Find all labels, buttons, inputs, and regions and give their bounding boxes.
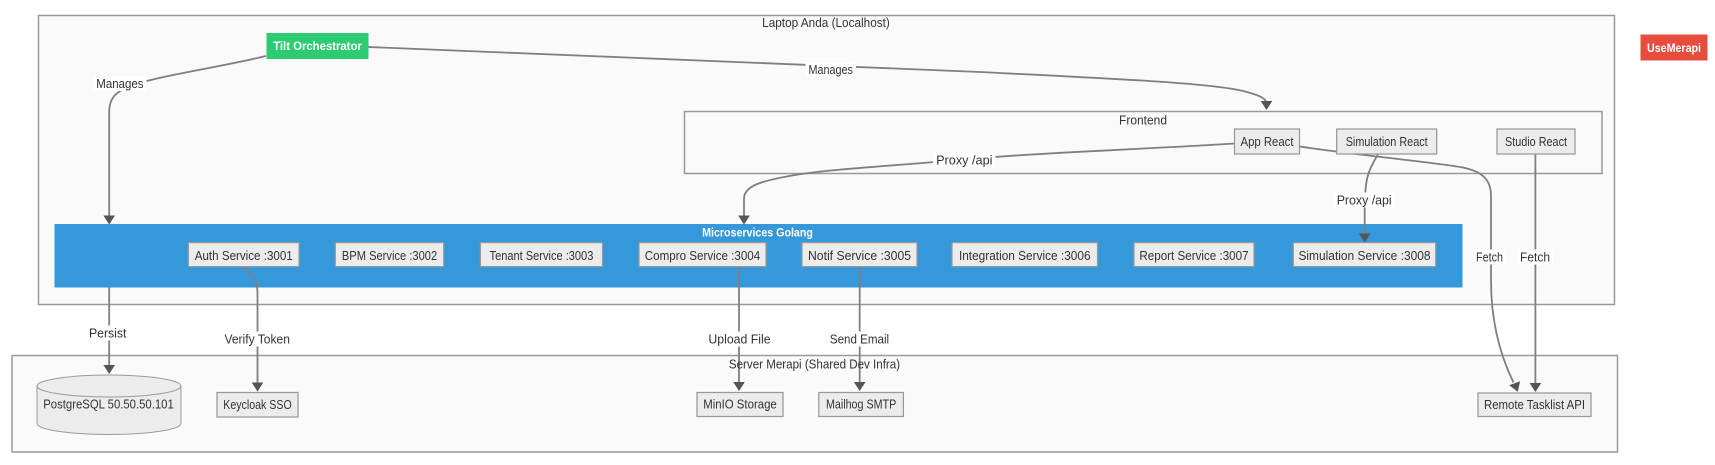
- svg-text:Manages: Manages: [96, 77, 143, 91]
- svg-text:Fetch: Fetch: [1476, 251, 1503, 265]
- svg-text:App React: App React: [1241, 135, 1294, 149]
- svg-text:BPM Service :3002: BPM Service :3002: [342, 249, 437, 263]
- svg-text:Manages: Manages: [809, 63, 853, 77]
- svg-text:Proxy /api: Proxy /api: [1337, 194, 1392, 208]
- svg-text:Studio React: Studio React: [1505, 135, 1567, 149]
- svg-text:Auth Service :3001: Auth Service :3001: [195, 249, 293, 263]
- svg-text:Proxy /api: Proxy /api: [936, 154, 992, 168]
- svg-text:UseMerapi: UseMerapi: [1647, 41, 1701, 55]
- svg-text:Tenant Service :3003: Tenant Service :3003: [490, 249, 594, 263]
- svg-text:Simulation React: Simulation React: [1346, 135, 1428, 149]
- svg-text:MinIO Storage: MinIO Storage: [703, 398, 777, 412]
- svg-text:Send Email: Send Email: [830, 333, 889, 347]
- svg-text:Integration Service :3006: Integration Service :3006: [959, 249, 1091, 263]
- svg-text:Verify Token: Verify Token: [224, 333, 290, 347]
- svg-text:Laptop Anda (Localhost): Laptop Anda (Localhost): [762, 16, 890, 30]
- svg-text:Keycloak SSO: Keycloak SSO: [223, 398, 292, 412]
- svg-text:Upload File: Upload File: [708, 333, 770, 347]
- svg-text:Tilt Orchestrator: Tilt Orchestrator: [273, 39, 362, 53]
- svg-text:Fetch: Fetch: [1520, 251, 1550, 265]
- svg-text:Persist: Persist: [89, 327, 127, 341]
- svg-text:Simulation Service :3008: Simulation Service :3008: [1298, 249, 1430, 263]
- svg-text:Server Merapi (Shared Dev Infr: Server Merapi (Shared Dev Infra): [729, 358, 900, 372]
- svg-text:Compro Service :3004: Compro Service :3004: [645, 249, 760, 263]
- svg-text:PostgreSQL 50.50.50.101: PostgreSQL 50.50.50.101: [43, 398, 174, 412]
- svg-text:Remote Tasklist API: Remote Tasklist API: [1484, 398, 1585, 412]
- svg-text:Report Service :3007: Report Service :3007: [1139, 249, 1248, 263]
- svg-text:Notif Service :3005: Notif Service :3005: [808, 249, 911, 263]
- svg-text:Mailhog SMTP: Mailhog SMTP: [826, 398, 896, 412]
- svg-text:Microservices Golang: Microservices Golang: [702, 226, 813, 240]
- svg-text:Frontend: Frontend: [1119, 114, 1167, 128]
